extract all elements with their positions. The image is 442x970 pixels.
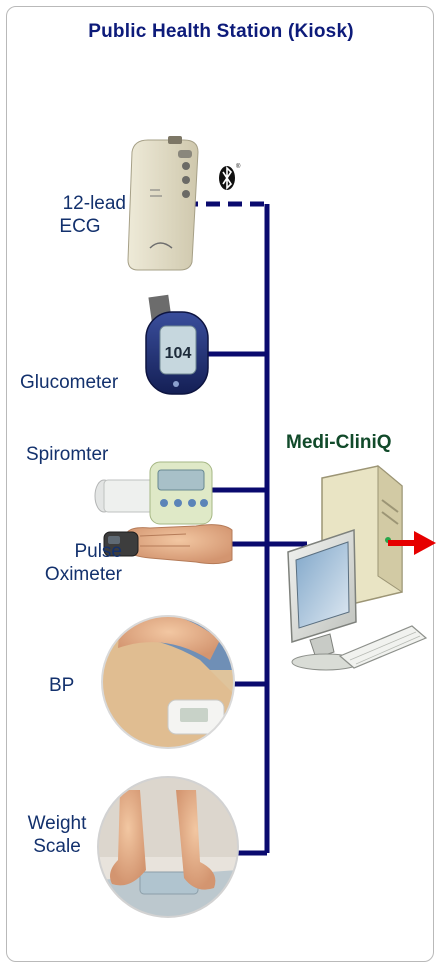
glucometer-device: 104 [145, 294, 209, 395]
connection-bus [184, 201, 307, 856]
glucometer-label: Glucometer [20, 372, 119, 393]
weight-scale-label: Weight Scale [20, 812, 94, 858]
diagram-title: Public Health Station (Kiosk) [88, 21, 354, 42]
desktop-computer-icon [287, 464, 428, 671]
weight-scale-device [97, 776, 239, 918]
ecg-label-line-2: ECG [59, 216, 101, 237]
bp-device [101, 615, 235, 749]
spirometer-label: Spiromter [26, 444, 109, 465]
ecg-device [127, 136, 199, 271]
pulse-oximeter-label: Pulse Oximeter [18, 540, 122, 586]
bluetooth-icon: ® [219, 163, 241, 190]
weight-scale-label-line-2: Scale [33, 836, 81, 857]
glucometer-reading: 104 [165, 345, 192, 362]
bp-label: BP [49, 675, 75, 696]
red-arrow-icon [388, 531, 436, 555]
weight-scale-label-line-1: Weight [27, 813, 87, 834]
pulse-oximeter-label-line-2: Oximeter [44, 564, 122, 585]
svg-text:®: ® [236, 163, 241, 170]
pulse-oximeter-label-line-1: Pulse [74, 541, 122, 562]
medi-cliniq-label: Medi-CliniQ [286, 432, 392, 453]
pulse-oximeter-device [103, 524, 233, 565]
ecg-label: 12-lead ECG [26, 192, 126, 238]
spirometer-device [94, 461, 213, 525]
ecg-label-line-1: 12-lead [62, 193, 126, 214]
